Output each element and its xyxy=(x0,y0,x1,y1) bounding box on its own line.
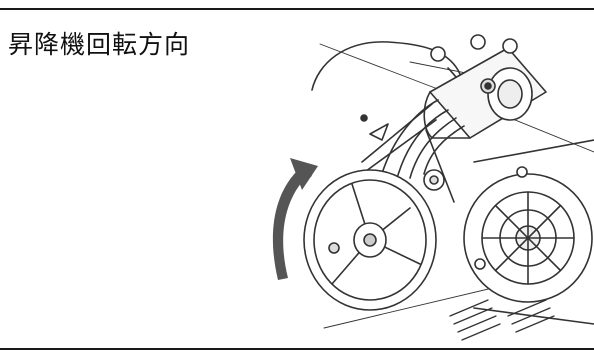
frame-line xyxy=(319,43,457,97)
vent-slots xyxy=(449,299,555,341)
belt xyxy=(423,125,465,175)
lift-rotation-illustration xyxy=(272,34,594,341)
fan-housing xyxy=(463,139,594,325)
support-arm xyxy=(361,119,437,175)
rotation-arrow-icon xyxy=(272,158,318,280)
belt xyxy=(409,117,457,179)
support-arm xyxy=(425,129,455,203)
motor xyxy=(423,34,547,139)
belt-arrow xyxy=(369,123,389,141)
support-arm xyxy=(361,103,433,163)
fastener xyxy=(360,114,368,122)
belt xyxy=(395,109,449,183)
top-rule xyxy=(0,8,594,10)
page-title: 昇降機回転方向 xyxy=(8,30,191,59)
bottom-rule xyxy=(0,348,594,350)
pulley-wheel xyxy=(303,169,437,311)
idler-pulley xyxy=(423,169,445,191)
